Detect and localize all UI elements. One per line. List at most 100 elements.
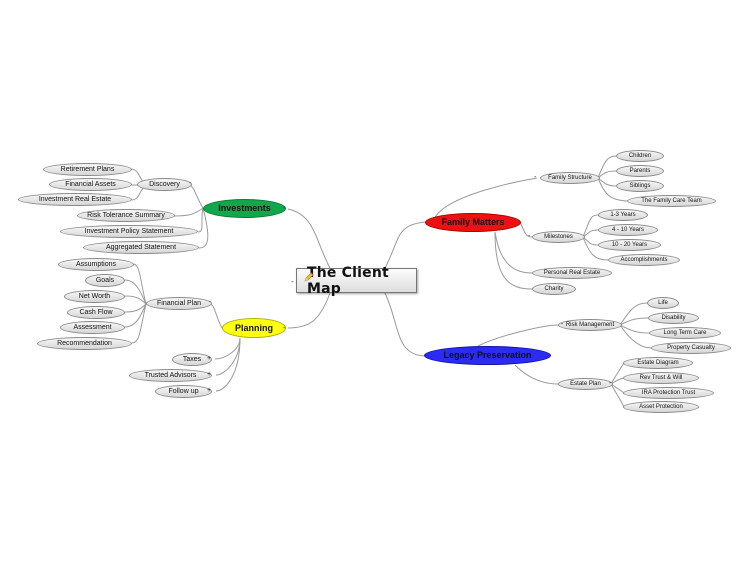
taxes-toggle[interactable]: + <box>207 354 212 362</box>
node-siblings[interactable]: Siblings <box>616 180 664 192</box>
node-financial-plan[interactable]: Financial Plan <box>146 297 212 310</box>
node-family-structure-label: Family Structure <box>548 175 592 181</box>
branch-family-matters[interactable]: Family Matters <box>425 213 521 232</box>
node-follow-up[interactable]: Follow up <box>155 385 212 398</box>
node-recommendation-label: Recommendation <box>57 340 112 347</box>
link-planning-financial <box>209 303 223 329</box>
node-children-label: Children <box>628 153 652 159</box>
node-risk-management[interactable]: Risk Management <box>558 319 622 331</box>
node-trusted-advisors[interactable]: Trusted Advisors <box>129 369 212 382</box>
node-family-care-team[interactable]: The Family Care Team <box>627 195 716 207</box>
node-asset-protection[interactable]: Asset Protection <box>623 401 699 413</box>
node-taxes[interactable]: Taxes <box>172 353 212 366</box>
node-cash-flow[interactable]: Cash Flow <box>67 306 125 319</box>
node-10-20-years-label: 10 - 20 Years <box>611 242 648 248</box>
link-central-investments <box>287 208 331 269</box>
node-aggregated-label: Aggregated Statement <box>105 244 177 251</box>
node-risk-tolerance-summary[interactable]: Risk Tolerance Summary <box>77 209 175 222</box>
node-life[interactable]: Life <box>647 297 679 309</box>
investments-toggle[interactable]: - <box>282 204 287 212</box>
node-4-10-years-label: 4 - 10 Years <box>611 227 645 233</box>
node-risk-tolerance-label: Risk Tolerance Summary <box>87 212 165 219</box>
central-toggle[interactable]: - <box>291 277 294 286</box>
estate-plan-toggle[interactable]: - <box>608 379 613 387</box>
node-1-3-years[interactable]: 1-3 Years <box>598 209 648 221</box>
branch-investments[interactable]: Investments <box>203 199 286 218</box>
financial-plan-toggle[interactable]: - <box>208 298 213 306</box>
link-legacy-risk <box>477 324 559 347</box>
milestones-toggle[interactable]: - <box>527 232 532 240</box>
planning-toggle[interactable]: - <box>282 324 287 332</box>
node-parents[interactable]: Parents <box>616 165 664 177</box>
link-legacy-estate <box>514 364 559 385</box>
node-financial-plan-label: Financial Plan <box>157 300 201 307</box>
link-structure-children <box>597 155 617 179</box>
central-topic[interactable]: The Client Map <box>296 265 417 297</box>
link-central-legacy <box>384 292 426 357</box>
node-family-care-team-label: The Family Care Team <box>641 198 702 204</box>
node-financial-assets[interactable]: Financial Assets <box>49 178 132 191</box>
node-personal-real-estate[interactable]: Personal Real Estate <box>532 267 612 279</box>
risk-management-toggle[interactable]: - <box>560 320 565 328</box>
node-discovery[interactable]: Discovery <box>137 178 192 191</box>
link-planning-advisors <box>215 337 241 376</box>
node-ira-protection-trust[interactable]: IRA Protection Trust <box>623 387 714 399</box>
discovery-toggle[interactable]: - <box>188 179 193 187</box>
node-disability[interactable]: Disability <box>648 312 699 324</box>
node-children[interactable]: Children <box>616 150 664 162</box>
link-milestones-1 <box>582 214 599 238</box>
branch-planning[interactable]: Planning <box>222 318 286 338</box>
node-taxes-label: Taxes <box>182 356 202 363</box>
node-4-10-years[interactable]: 4 - 10 Years <box>598 224 658 236</box>
node-accomplishments[interactable]: Accomplishments <box>608 254 680 266</box>
node-rev-trust-will[interactable]: Rev Trust & Will <box>623 372 699 384</box>
node-assumptions[interactable]: Assumptions <box>58 258 134 271</box>
link-financial-assumptions <box>133 263 147 305</box>
node-net-worth-label: Net Worth <box>78 293 111 300</box>
node-charity[interactable]: Charity <box>532 283 576 295</box>
node-follow-up-label: Follow up <box>168 388 199 395</box>
node-aggregated-statement[interactable]: Aggregated Statement <box>83 241 199 254</box>
link-financial-assessment <box>124 303 147 328</box>
node-long-term-care-label: Long Term Care <box>663 330 707 336</box>
node-net-worth[interactable]: Net Worth <box>64 290 125 303</box>
node-disability-label: Disability <box>661 315 686 321</box>
link-financial-recommendation <box>131 303 147 344</box>
node-investment-real-estate[interactable]: Investment Real Estate <box>18 193 132 206</box>
link-family-realestate <box>494 231 533 274</box>
node-parents-label: Parents <box>629 168 651 174</box>
link-investments-aggregated <box>198 207 209 249</box>
follow-up-toggle[interactable]: + <box>207 386 212 394</box>
link-central-family <box>384 221 426 269</box>
node-investment-policy-statement[interactable]: Investment Policy Statement <box>60 225 198 238</box>
link-planning-followup <box>215 337 241 392</box>
node-discovery-label: Discovery <box>149 181 180 188</box>
node-property-casualty[interactable]: Property Casualty <box>651 342 731 354</box>
link-structure-careteam <box>597 177 628 202</box>
link-family-structure <box>432 177 538 223</box>
node-siblings-label: Siblings <box>629 183 651 189</box>
branch-legacy-label: Legacy Preservation <box>443 350 532 360</box>
node-risk-management-label: Risk Management <box>565 322 615 328</box>
node-ira-protection-trust-label: IRA Protection Trust <box>641 390 696 396</box>
family-structure-toggle[interactable]: - <box>533 173 538 181</box>
central-title: The Client Map <box>307 264 389 297</box>
node-assessment[interactable]: Assessment <box>60 321 125 334</box>
link-financial-goals <box>124 279 147 305</box>
link-risk-property <box>619 324 652 349</box>
node-charity-label: Charity <box>544 286 564 292</box>
node-goals[interactable]: Goals <box>85 274 125 287</box>
node-property-casualty-label: Property Casualty <box>667 345 715 351</box>
node-estate-plan[interactable]: Estate Plan <box>558 378 613 390</box>
node-estate-diagram[interactable]: Estate Diagram <box>623 357 693 369</box>
node-trusted-advisors-label: Trusted Advisors <box>144 372 197 379</box>
node-10-20-years[interactable]: 10 - 20 Years <box>598 239 661 251</box>
node-recommendation[interactable]: Recommendation <box>37 337 132 350</box>
node-accomplishments-label: Accomplishments <box>620 257 668 263</box>
branch-legacy-preservation[interactable]: Legacy Preservation <box>424 346 551 365</box>
node-milestones[interactable]: Milestones <box>532 231 585 243</box>
node-family-structure[interactable]: Family Structure <box>540 172 600 184</box>
node-retirement-plans[interactable]: Retirement Plans <box>43 163 132 176</box>
node-long-term-care[interactable]: Long Term Care <box>649 327 721 339</box>
trusted-advisors-toggle[interactable]: + <box>207 370 212 378</box>
